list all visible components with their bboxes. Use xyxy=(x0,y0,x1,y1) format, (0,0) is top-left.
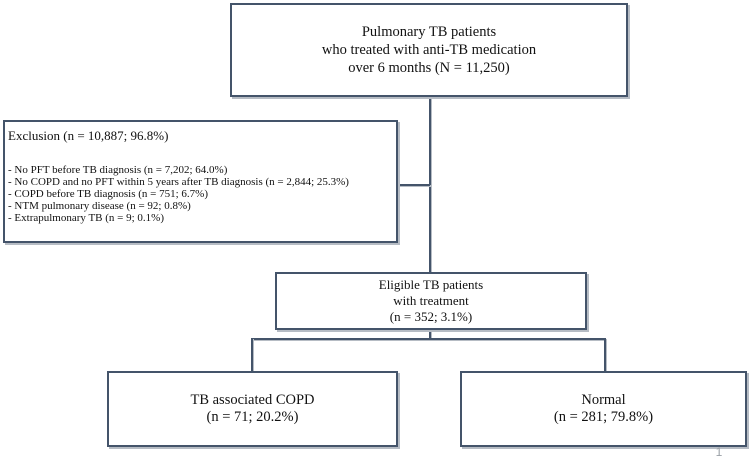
node-text-line: TB associated COPD xyxy=(190,392,315,408)
connector-eligible-stub xyxy=(429,330,431,340)
node-eligible-tb-patients: Eligible TB patients with treatment (n =… xyxy=(275,272,587,330)
node-exclusion: Exclusion (n = 10,887; 96.8%) - No PFT b… xyxy=(3,120,398,243)
node-text-line: Pulmonary TB patients xyxy=(361,24,497,40)
connector-exclusion-branch xyxy=(397,184,430,186)
node-pulmonary-tb-patients: Pulmonary TB patients who treated with a… xyxy=(230,3,628,97)
page-number: 1 xyxy=(715,445,723,459)
node-text-line: with treatment xyxy=(393,293,469,308)
connector-top-to-eligible xyxy=(429,97,431,273)
exclusion-title: Exclusion (n = 10,887; 96.8%) xyxy=(8,128,169,143)
connector-split-horizontal xyxy=(251,338,606,340)
node-normal: Normal (n = 281; 79.8%) xyxy=(460,371,747,447)
node-text-line: who treated with anti-TB medication xyxy=(321,42,537,58)
node-text-line: Normal xyxy=(581,392,626,408)
node-tb-associated-copd: TB associated COPD (n = 71; 20.2%) xyxy=(107,371,398,447)
exclusion-item: - COPD before TB diagnosis (n = 751; 6.7… xyxy=(8,188,209,200)
exclusion-item: - No PFT before TB diagnosis (n = 7,202;… xyxy=(8,164,228,176)
node-text-line: over 6 months (N = 11,250) xyxy=(348,60,510,76)
node-text-line: Eligible TB patients xyxy=(378,277,484,292)
connector-split-left xyxy=(251,338,253,372)
node-text-line: (n = 71; 20.2%) xyxy=(206,409,299,425)
connector-split-right xyxy=(604,338,606,372)
exclusion-item: - NTM pulmonary disease (n = 92; 0.8%) xyxy=(8,200,191,212)
exclusion-item: - Extrapulmonary TB (n = 9; 0.1%) xyxy=(8,212,164,224)
exclusion-item: - No COPD and no PFT within 5 years afte… xyxy=(8,176,349,188)
node-text-line: (n = 352; 3.1%) xyxy=(389,309,473,324)
node-text-line: (n = 281; 79.8%) xyxy=(553,409,654,425)
